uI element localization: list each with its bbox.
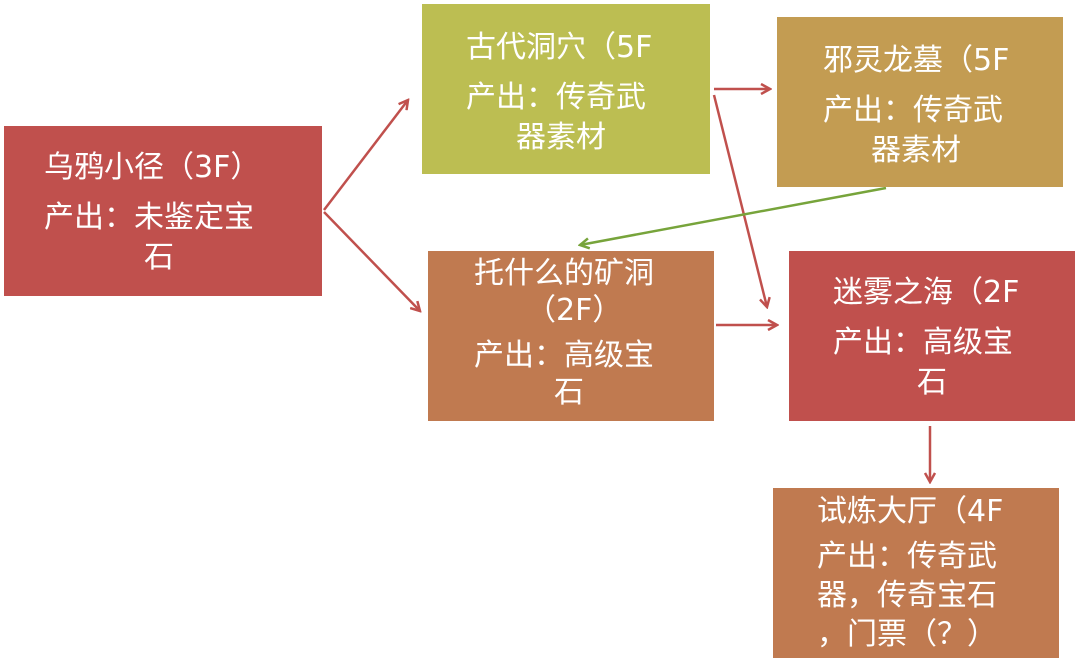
node-output-line: 产出：传奇武: [817, 539, 997, 574]
node-trial-hall: 试炼大厅（4F 产出：传奇武 器，传奇宝石 ，门票（？）: [773, 488, 1059, 658]
node-title: 托什么的矿洞: [474, 256, 654, 291]
node-output-line: 产出：传奇武: [466, 80, 646, 115]
arrow-crow-to-ancient: [323, 100, 408, 211]
node-output-line: 器，传奇宝石: [817, 578, 997, 613]
node-title: 迷雾之海（2F: [833, 275, 1020, 310]
node-output-line: 产出：高级宝: [474, 338, 654, 373]
node-title: 试炼大厅（4F: [817, 494, 1004, 529]
node-title: 乌鸦小径（3F）: [44, 150, 261, 185]
node-title: 古代洞穴（5F: [466, 30, 653, 65]
node-output-line: 产出：未鉴定宝: [44, 200, 254, 235]
node-output-line: 石: [917, 365, 947, 400]
node-mine-cave: 托什么的矿洞 （2F） 产出：高级宝 石: [428, 251, 714, 421]
node-output-line: 器素材: [871, 133, 961, 168]
node-output-line: 石: [554, 375, 584, 410]
node-output-line: 器素材: [516, 120, 606, 155]
node-evil-dragon-tomb: 邪灵龙墓（5F 产出：传奇武 器素材: [777, 17, 1063, 187]
arrow-dragon-to-mine: [580, 186, 887, 245]
node-title: 邪灵龙墓（5F: [823, 43, 1010, 78]
arrow-crow-to-mine: [323, 211, 420, 311]
node-output-line: 产出：传奇武: [823, 93, 1003, 128]
node-output-line: ，门票（？）: [817, 617, 997, 652]
node-crow-path: 乌鸦小径（3F） 产出：未鉴定宝 石: [4, 126, 322, 296]
arrow-ancient-to-misty: [712, 94, 767, 307]
node-misty-sea: 迷雾之海（2F 产出：高级宝 石: [789, 251, 1075, 421]
node-ancient-cave: 古代洞穴（5F 产出：传奇武 器素材: [422, 4, 710, 174]
node-title-level: （2F）: [526, 293, 623, 328]
node-output-line: 石: [144, 240, 174, 275]
node-output-line: 产出：高级宝: [833, 325, 1013, 360]
